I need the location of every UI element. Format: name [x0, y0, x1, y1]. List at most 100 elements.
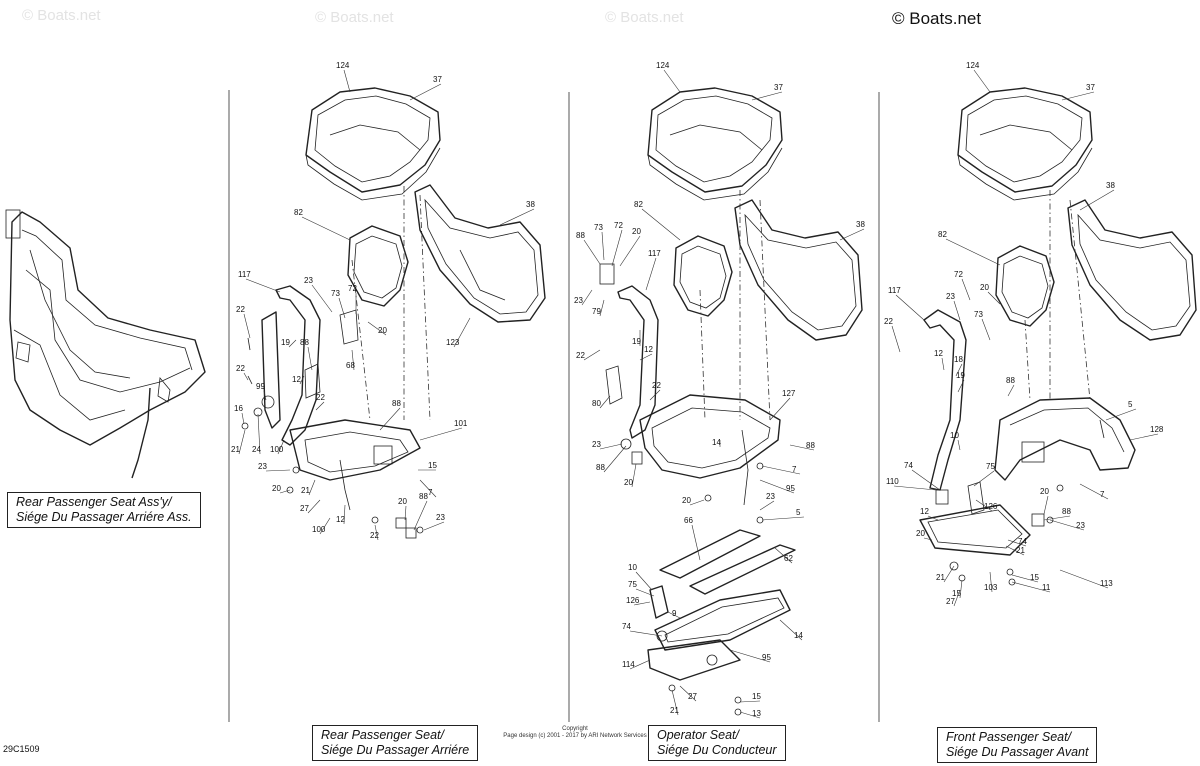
callout-leader — [629, 630, 663, 637]
part-callout: 110 — [886, 477, 899, 486]
part-callout: 15 — [428, 461, 437, 470]
part-callout: 75 — [986, 462, 995, 471]
part-callout: 82 — [938, 230, 947, 239]
part-callout: 117 — [648, 249, 661, 258]
callout-leader — [649, 389, 661, 401]
part-callout: 12 — [336, 515, 345, 524]
part-callout: 24 — [252, 445, 261, 454]
part-callout: 12 — [920, 507, 929, 516]
part-callout: 82 — [294, 208, 303, 217]
callout-leader — [957, 379, 965, 393]
callout-leader — [404, 505, 407, 521]
callout-leader — [953, 589, 961, 607]
callout-leader — [288, 339, 297, 348]
callout-leader — [941, 357, 945, 371]
part-callout: 15 — [1030, 573, 1039, 582]
part-callout: 23 — [304, 276, 313, 285]
part-callout: 66 — [684, 516, 693, 525]
callout-leader — [307, 499, 321, 514]
callout-leader — [419, 479, 437, 498]
part-callout: 22 — [652, 381, 661, 390]
part-callout: 126 — [626, 596, 640, 605]
callout-leader — [1011, 581, 1051, 593]
part-callout: 23 — [766, 492, 775, 501]
part-callout: 10 — [950, 431, 959, 440]
part-callout: 18 — [954, 355, 963, 364]
caption-line: Siége Du Passager Arriére — [321, 743, 470, 757]
part-callout: 21 — [231, 445, 240, 454]
part-callout: 128 — [1150, 425, 1164, 434]
part-callout: 114 — [622, 660, 635, 669]
callout-leader — [301, 216, 351, 241]
rear-caption: Rear Passenger Seat/ Siége Du Passager A… — [312, 725, 479, 761]
part-callout: 88 — [806, 441, 815, 450]
part-callout: 14 — [794, 631, 803, 640]
part-callout: 117 — [888, 286, 901, 295]
callout-leader — [671, 689, 679, 716]
callout-leader — [1011, 574, 1039, 583]
callout-leader — [635, 588, 655, 597]
callout-leader — [779, 619, 803, 641]
callout-leader — [1005, 545, 1025, 556]
callout-leader — [895, 294, 925, 321]
callout-leader — [243, 313, 251, 339]
callout-leader — [299, 375, 305, 385]
assembled-seat-illustration — [5, 209, 206, 479]
callout-leader — [367, 321, 387, 336]
part-callout: 113 — [1100, 579, 1113, 588]
page-design-label: Page design (c) 2001 - 2017 by ARI Netwo… — [503, 733, 647, 739]
part-callout: 37 — [774, 83, 783, 92]
part-callout: 103 — [984, 583, 998, 592]
callout-leader — [769, 397, 791, 421]
callout-leader — [1129, 433, 1159, 441]
part-callout: 23 — [436, 513, 445, 522]
part-callout: 10 — [628, 563, 637, 572]
callout-leader — [641, 208, 681, 241]
part-callout: 80 — [592, 399, 601, 408]
callout-leader — [759, 500, 775, 511]
part-callout: 37 — [1086, 83, 1095, 92]
callout-leader — [739, 700, 761, 703]
callout-leader — [1007, 384, 1015, 397]
caption-line: Operator Seat/ — [657, 728, 739, 742]
caption-line: Siége Du Conducteur — [657, 743, 777, 757]
part-callout: 101 — [454, 419, 468, 428]
front-seat-exploded — [919, 87, 1197, 586]
part-callout: 22 — [884, 317, 893, 326]
part-callout: 62 — [784, 554, 793, 563]
part-callout: 100 — [270, 445, 284, 454]
part-callout: 123 — [446, 338, 460, 347]
callout-leader — [893, 485, 937, 491]
part-callout: 73 — [594, 223, 603, 232]
part-callout: 88 — [596, 463, 605, 472]
part-callout: 15 — [952, 589, 961, 598]
callout-leader — [343, 504, 346, 525]
callout-leader — [1079, 483, 1109, 500]
part-callout: 38 — [526, 200, 535, 209]
part-callout: 21 — [670, 706, 679, 715]
callout-leader — [973, 470, 995, 487]
callout-leader — [973, 69, 991, 93]
part-callout: 74 — [1018, 537, 1027, 546]
callout-leader — [379, 407, 401, 431]
callout-leader — [319, 517, 331, 535]
watermark: © Boats.net — [605, 9, 684, 26]
part-callout: 22 — [236, 305, 245, 314]
callout-leader — [601, 231, 605, 261]
callout-leader — [774, 547, 793, 564]
callout-leader — [315, 401, 325, 411]
callout-leader — [667, 611, 681, 619]
copyright-label: Copyright — [562, 726, 588, 732]
callout-leader — [599, 443, 623, 450]
part-callout: 23 — [258, 462, 267, 471]
part-callout: 22 — [236, 364, 245, 373]
part-callout: 20 — [632, 227, 641, 236]
callout-leader — [631, 463, 637, 488]
callout-leader — [891, 325, 901, 353]
callout-leader — [1061, 91, 1095, 101]
part-callout: 88 — [576, 231, 585, 240]
callout-leader — [923, 537, 933, 541]
part-callout: 82 — [634, 200, 643, 209]
part-callout: 74 — [904, 461, 913, 470]
